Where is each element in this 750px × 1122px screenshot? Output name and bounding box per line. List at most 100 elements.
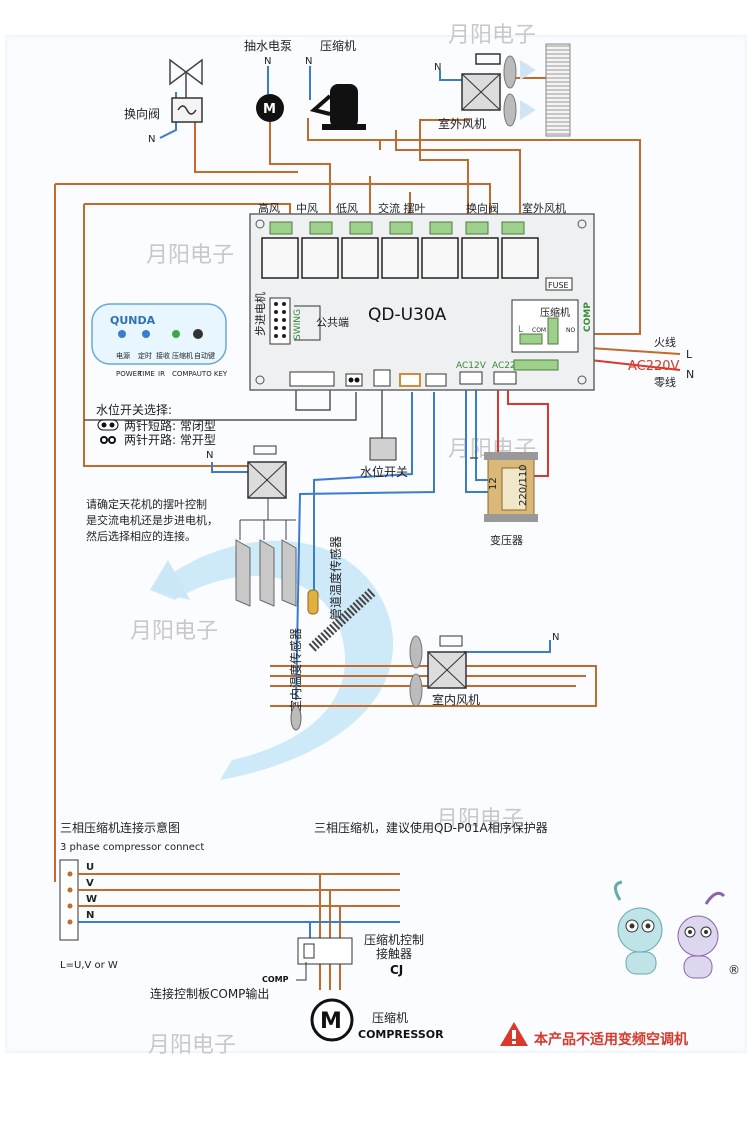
water-switch-short: 两针短路: 常闭型 <box>124 418 216 433</box>
watermark: 月阳电子 <box>146 243 234 268</box>
common-label: 公共端 <box>316 316 349 329</box>
n-label: N <box>148 134 155 145</box>
three-phase-title-cn: 三相压缩机连接示意图 <box>60 820 180 835</box>
pipe-sensor-probe-icon <box>307 589 319 615</box>
relay-label-mid: 中风 <box>296 202 318 215</box>
power-led-icon <box>118 330 126 338</box>
relay-label-swing: 交流 摆叶 <box>378 201 426 215</box>
relay-terminals <box>269 221 525 235</box>
capacitor-icon <box>475 53 501 65</box>
supply-box <box>59 859 79 941</box>
contactor-cn-1: 压缩机控制 <box>364 932 424 947</box>
watermark: 月阳电子 <box>130 619 218 644</box>
airflow-arrow-head <box>150 560 190 600</box>
pipe-sensor: 管道温度传感器 <box>307 536 376 652</box>
contactor-cn-2: 接触器 <box>376 946 412 961</box>
pipe-sensor-connector <box>425 373 447 387</box>
condenser-icon <box>545 43 571 137</box>
remote-receiver: QUNDA 电源 定时 接收 压缩机 自动键 POWER TIME IR COM… <box>91 303 228 378</box>
wires-brown <box>54 77 681 882</box>
water-switch-icon <box>369 437 397 461</box>
indoor-fan: N 室内风机 <box>409 632 559 707</box>
water-switch-label: 水位开关 <box>360 464 408 479</box>
three-phase-advice: 三相压缩机，建议使用QD-P01A相序保护器 <box>314 820 548 835</box>
compressor-label: 压缩机 <box>320 38 356 53</box>
l-tag: L <box>518 325 523 335</box>
n-label: N <box>434 62 441 73</box>
warning-text: 本产品不适用变频空调机 <box>534 1031 688 1048</box>
comp-led-icon <box>172 330 180 338</box>
water-pump: 抽水电泵 N M <box>244 39 292 122</box>
water-switch-jumper <box>345 373 363 387</box>
stepper-connector <box>269 297 291 345</box>
pipe-sensor-label: 管道温度传感器 <box>328 536 343 620</box>
motor-symbol: M <box>320 1009 342 1034</box>
ac220v-label: AC220V <box>492 361 528 371</box>
power-input: 火线 L AC220V N 零线 <box>628 335 694 389</box>
remote-label-time: 定时 <box>138 351 152 360</box>
reversing-valve: 换向阀 N <box>124 58 203 145</box>
watermarks: 月阳电子 月阳电子 月阳电子 月阳电子 月阳电子 月阳电子 <box>130 23 536 1058</box>
capacitor-icon <box>253 445 277 455</box>
room-sensor-connector <box>399 373 421 387</box>
remote-label-comp: 压缩机 <box>172 351 193 360</box>
pump-motor-icon <box>256 94 284 122</box>
transformer-primary: 220/110 <box>518 464 529 506</box>
outdoor-fan: N 室外风机 <box>434 43 571 137</box>
control-board: 高风 中风 低风 交流 摆叶 换向阀 室外风机 FUSE QD-U30A <box>249 201 595 391</box>
swing-note-2: 是交流电机还是步进电机， <box>86 513 218 527</box>
ac220-label: AC220V <box>628 359 680 374</box>
phase-w: W <box>86 894 97 905</box>
comp-output-label: COMP <box>262 975 289 984</box>
remote-en-time: TIME <box>137 370 155 378</box>
ir-connector <box>289 371 335 387</box>
wires-signal <box>84 384 478 459</box>
mascot-icon: ® <box>614 880 740 979</box>
timer-led-icon <box>142 330 150 338</box>
swing-motor: N <box>206 445 297 607</box>
no-tag: NO <box>566 327 575 334</box>
remote-label-power: 电源 <box>116 351 130 360</box>
phase-u: U <box>86 862 94 873</box>
ac12v-label: AC12V <box>456 361 487 371</box>
remote-en-auto: AUTO KEY <box>192 370 228 378</box>
n-power-label: N <box>686 368 694 381</box>
compressor-icon <box>330 84 358 128</box>
room-sensor: 室内温度传感器 <box>288 628 303 731</box>
com-tag: COM <box>532 327 546 334</box>
stepper-label: 步进电机 <box>253 292 267 336</box>
page-frame <box>5 35 747 1053</box>
swing-label: SWING <box>293 309 303 340</box>
room-sensor-probe-icon <box>290 705 302 731</box>
wires-blue <box>159 66 551 701</box>
n-label: N <box>206 450 213 461</box>
relay-label-high: 高风 <box>258 201 280 215</box>
watermark: 月阳电子 <box>448 23 536 48</box>
relay-label-low: 低风 <box>336 202 358 215</box>
compressor-motor-icon <box>310 998 354 1042</box>
phase-v: V <box>86 878 94 889</box>
three-phase-title-en: 3 phase compressor connect <box>60 842 204 853</box>
water-switch-title: 水位开关选择: <box>96 402 172 417</box>
room-sensor-label: 室内温度传感器 <box>288 628 303 712</box>
transformer-label: 变压器 <box>490 533 523 547</box>
capacitor-icon <box>439 635 463 647</box>
compressor-block-label: 压缩机 <box>540 306 570 319</box>
remote-en-comp: COMP <box>172 370 193 378</box>
n-label: N <box>552 632 559 643</box>
remote-en-ir: IR <box>158 370 165 378</box>
relays <box>261 237 539 279</box>
pipe-coil-icon <box>308 588 376 652</box>
registered-mark: ® <box>728 963 740 977</box>
relay-label-valve: 换向阀 <box>466 201 499 215</box>
transformer: 12 220/110 变压器 <box>484 452 538 547</box>
l-note: L=U,V or W <box>60 960 118 971</box>
n-label: N <box>305 56 312 67</box>
airflow-arrow <box>150 540 394 780</box>
connect-comp-label: 连接控制板COMP输出 <box>150 986 269 1001</box>
l-label: L <box>686 348 693 361</box>
phase-n: N <box>86 910 94 921</box>
auto-key-icon <box>193 329 203 339</box>
